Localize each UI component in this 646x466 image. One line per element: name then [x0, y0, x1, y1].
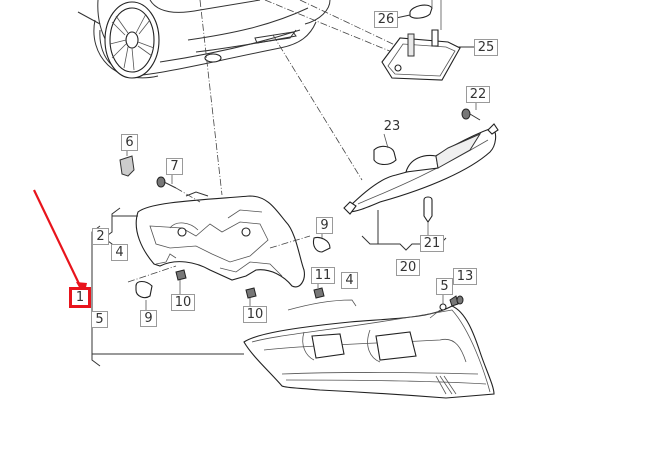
- callout-1[interactable]: 1: [69, 287, 91, 308]
- callout-7[interactable]: 7: [166, 158, 183, 175]
- callout-9[interactable]: 9: [140, 310, 157, 327]
- screw-part-22: [461, 103, 481, 121]
- callout-23[interactable]: 23: [383, 119, 401, 134]
- callout-6[interactable]: 6: [121, 134, 138, 151]
- callout-26[interactable]: 26: [374, 11, 398, 28]
- callout-22[interactable]: 22: [466, 86, 490, 103]
- leader-lines: [199, 0, 396, 196]
- side-marker-lamp-part: [343, 123, 499, 251]
- callout-20[interactable]: 20: [396, 259, 420, 276]
- callout-21[interactable]: 21: [420, 235, 444, 252]
- callout-4[interactable]: 4: [341, 272, 358, 289]
- callout-11[interactable]: 11: [311, 267, 335, 284]
- red-pointer-arrow: [33, 189, 87, 296]
- callout-13[interactable]: 13: [453, 268, 477, 285]
- headlight-lens-part: [92, 290, 495, 399]
- callout-10[interactable]: 10: [171, 294, 195, 311]
- license-lamp-part: [381, 0, 474, 81]
- callout-10[interactable]: 10: [243, 306, 267, 323]
- callout-2[interactable]: 2: [92, 228, 109, 245]
- callout-5[interactable]: 5: [91, 311, 108, 328]
- car-rear-illustration: [77, 0, 331, 79]
- socket-part-23: [373, 133, 397, 166]
- callout-4[interactable]: 4: [111, 244, 128, 261]
- bulb-part-21: [423, 196, 433, 236]
- headlight-housing-part: [112, 191, 305, 288]
- callout-25[interactable]: 25: [474, 39, 498, 56]
- callout-9[interactable]: 9: [316, 217, 333, 234]
- callout-5[interactable]: 5: [436, 278, 453, 295]
- small-parts: [119, 148, 331, 310]
